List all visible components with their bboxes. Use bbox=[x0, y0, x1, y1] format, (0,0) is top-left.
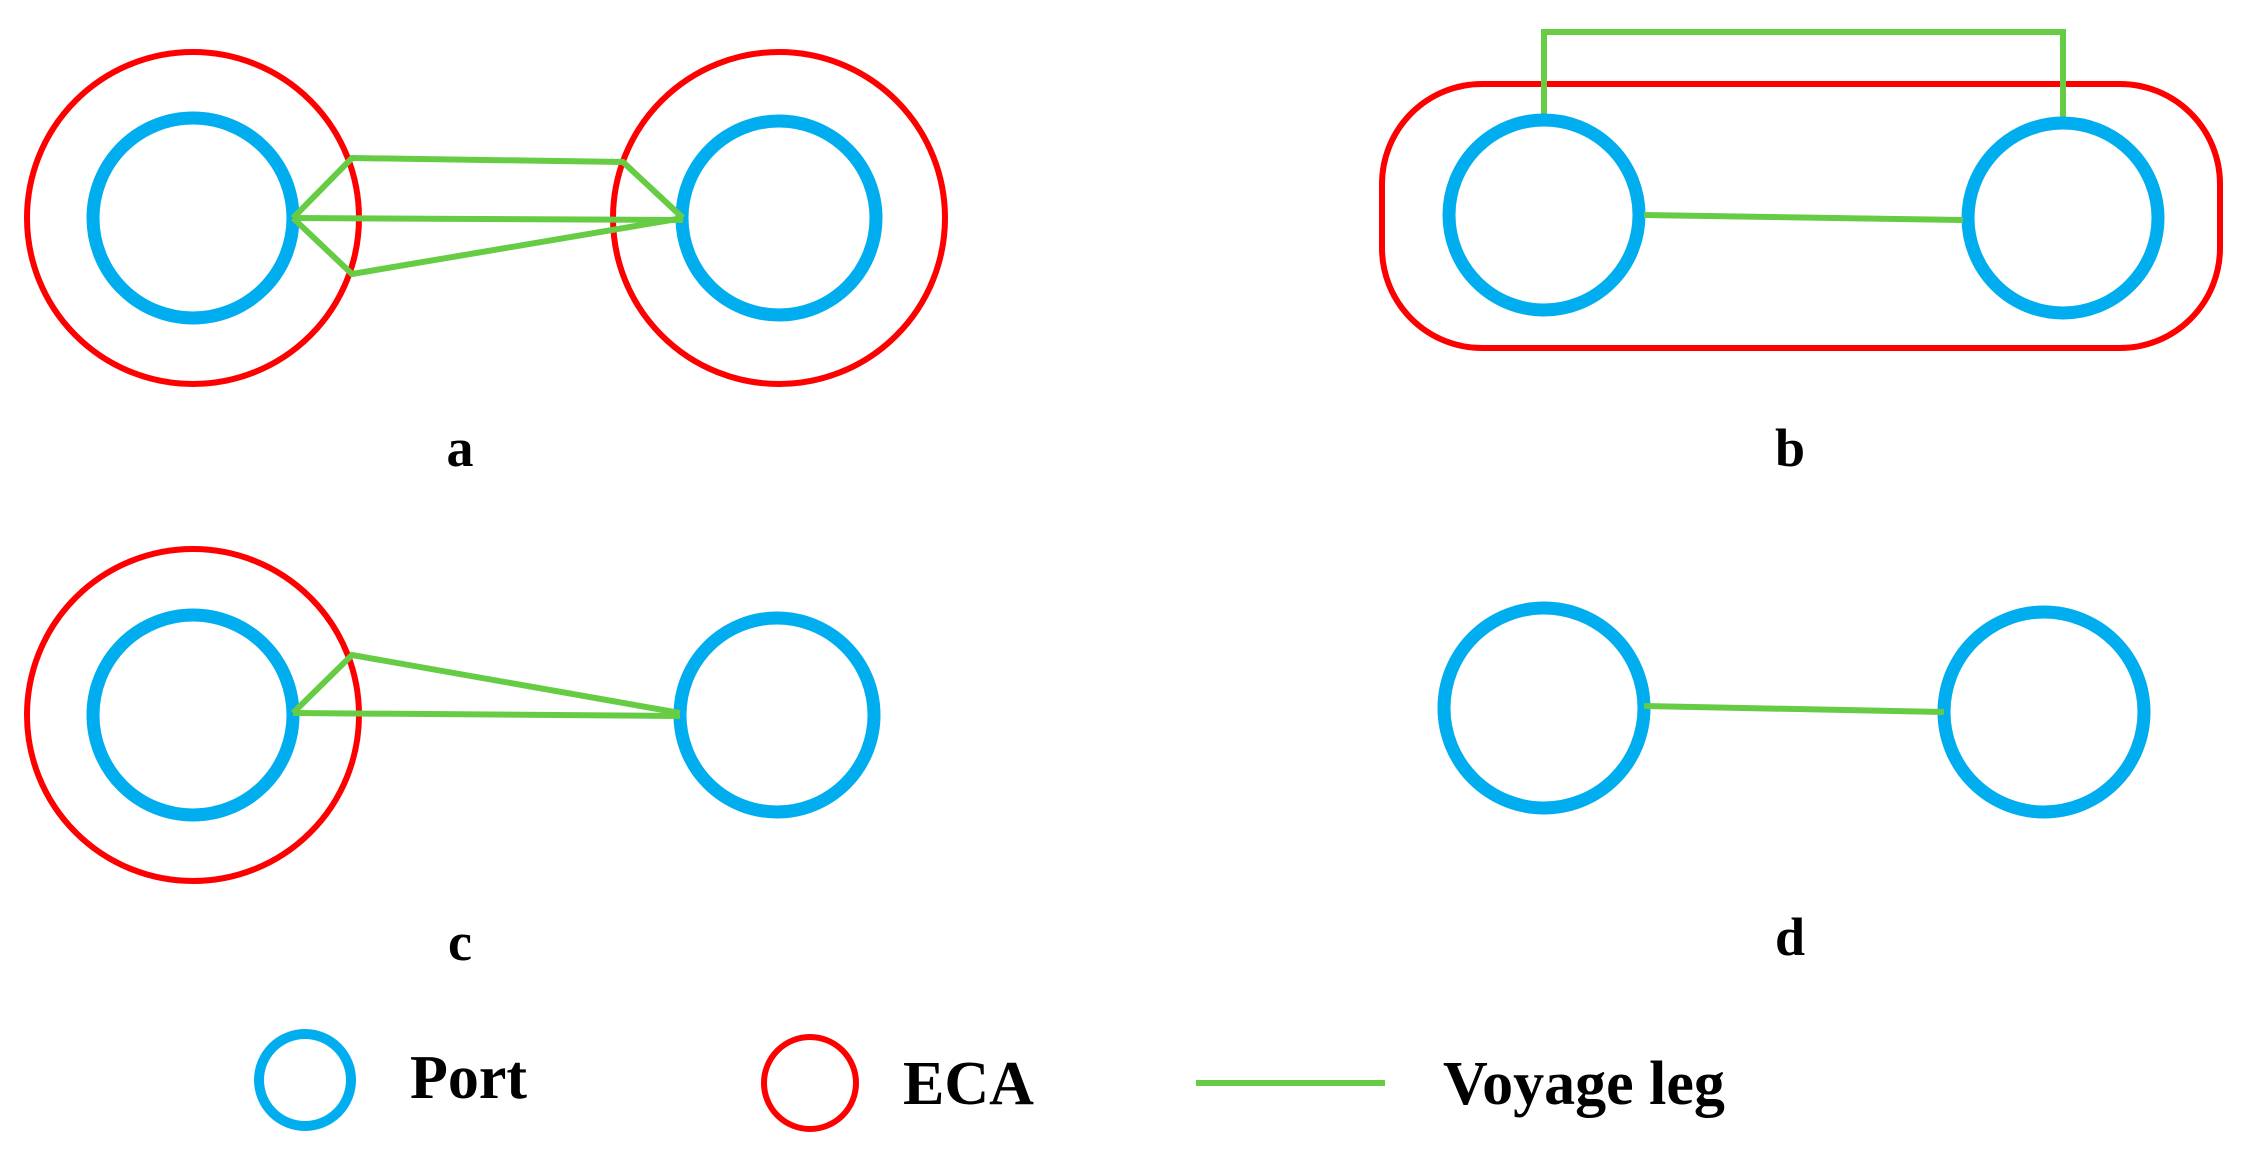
legend-voyage-leg-label: Voyage leg bbox=[1443, 1050, 1725, 1118]
panel-label-b: b bbox=[1775, 418, 1805, 478]
voyage-leg-d-direct bbox=[1643, 703, 1945, 715]
panel-label-d: d bbox=[1775, 907, 1805, 967]
panel-label-a: a bbox=[447, 418, 474, 478]
voyage-leg-c-direct bbox=[292, 710, 681, 719]
port-a-right bbox=[675, 114, 883, 322]
panel-label-c: c bbox=[448, 912, 472, 972]
legend-port-icon bbox=[254, 1029, 356, 1131]
port-b-right bbox=[1961, 116, 2165, 320]
panel-d: d bbox=[1437, 601, 2151, 967]
port-d-left bbox=[1437, 601, 1651, 815]
voyage-leg-b-outside bbox=[1541, 29, 2066, 120]
legend-eca-label: ECA bbox=[903, 1050, 1034, 1118]
voyage-leg-b-inside bbox=[1643, 212, 1964, 223]
legend: Port ECA Voyage leg bbox=[254, 1029, 1725, 1132]
panel-b: b bbox=[1379, 29, 2223, 478]
panel-c: c bbox=[24, 546, 881, 972]
voyage-leg-c-upper bbox=[290, 651, 681, 716]
eca-b-shared bbox=[1379, 81, 2223, 351]
voyage-leg-a-upper bbox=[290, 154, 686, 221]
panel-a: a bbox=[24, 49, 948, 478]
port-a-left bbox=[86, 111, 300, 325]
port-d-right bbox=[1937, 605, 2151, 819]
legend-eca-icon bbox=[761, 1034, 859, 1132]
legend-port-label: Port bbox=[410, 1044, 527, 1112]
port-b-left bbox=[1442, 113, 1646, 317]
voyage-leg-a-direct bbox=[292, 215, 684, 223]
voyage-leg-a-lower bbox=[290, 215, 684, 278]
port-c-left bbox=[86, 608, 300, 822]
port-c-right bbox=[673, 611, 881, 819]
